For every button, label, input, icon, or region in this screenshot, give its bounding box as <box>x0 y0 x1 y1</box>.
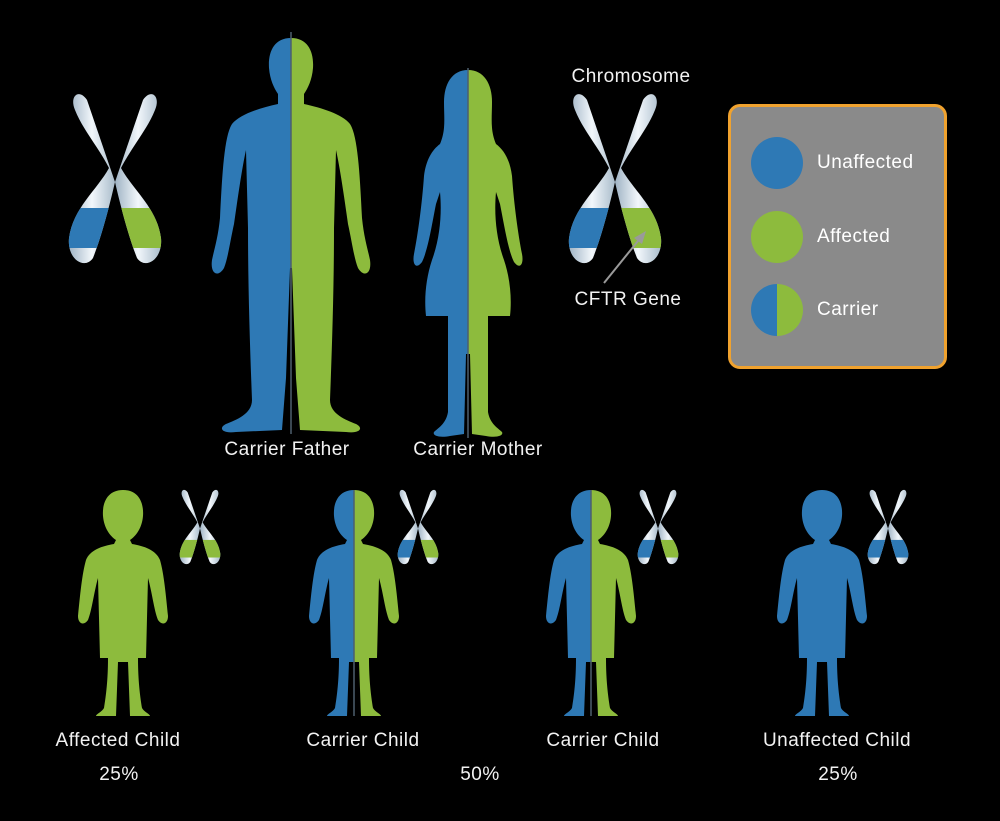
unaffected-child-figure <box>777 490 867 716</box>
chromosome-label: Chromosome <box>571 66 691 87</box>
affected-child-chromosome <box>178 490 222 564</box>
legend-item-affected: Affected <box>751 211 890 263</box>
father-chromosome <box>68 94 162 263</box>
unaffected-child-chromosome <box>867 490 909 564</box>
child-label-unaffected: Unaffected Child <box>762 730 912 751</box>
probability-carrier: 50% <box>460 764 500 785</box>
legend-label-carrier: Carrier <box>817 299 879 320</box>
legend-item-carrier: Carrier <box>751 284 879 336</box>
carrier-child-figure-1 <box>309 490 399 716</box>
gene-pointer-arrow <box>603 231 646 284</box>
legend-item-unaffected: Unaffected <box>751 137 914 189</box>
cftr-gene-label: CFTR Gene <box>574 289 682 310</box>
probability-affected: 25% <box>99 764 139 785</box>
carrier-swatch-icon <box>751 284 803 336</box>
legend-label-affected: Affected <box>817 226 891 247</box>
carrier-child-chromosome-1 <box>397 490 439 564</box>
unaffected-swatch-icon <box>751 137 803 189</box>
carrier-father-label: Carrier Father <box>224 439 350 460</box>
legend-box: Unaffected Affected Carrier <box>728 104 947 369</box>
carrier-mother-label: Carrier Mother <box>413 439 543 460</box>
affected-swatch-icon <box>751 211 803 263</box>
child-label-carrier-1: Carrier Child <box>306 730 420 751</box>
probability-unaffected: 25% <box>818 764 858 785</box>
legend-label-unaffected: Unaffected <box>817 152 914 173</box>
mother-chromosome <box>565 94 665 263</box>
child-label-affected: Affected Child <box>55 730 181 751</box>
carrier-father-figure <box>211 32 371 434</box>
carrier-child-figure-2 <box>546 490 636 716</box>
child-label-carrier-2: Carrier Child <box>546 730 660 751</box>
carrier-child-chromosome-2 <box>637 490 679 564</box>
carrier-mother-figure <box>413 68 523 438</box>
affected-child-figure <box>78 490 168 716</box>
